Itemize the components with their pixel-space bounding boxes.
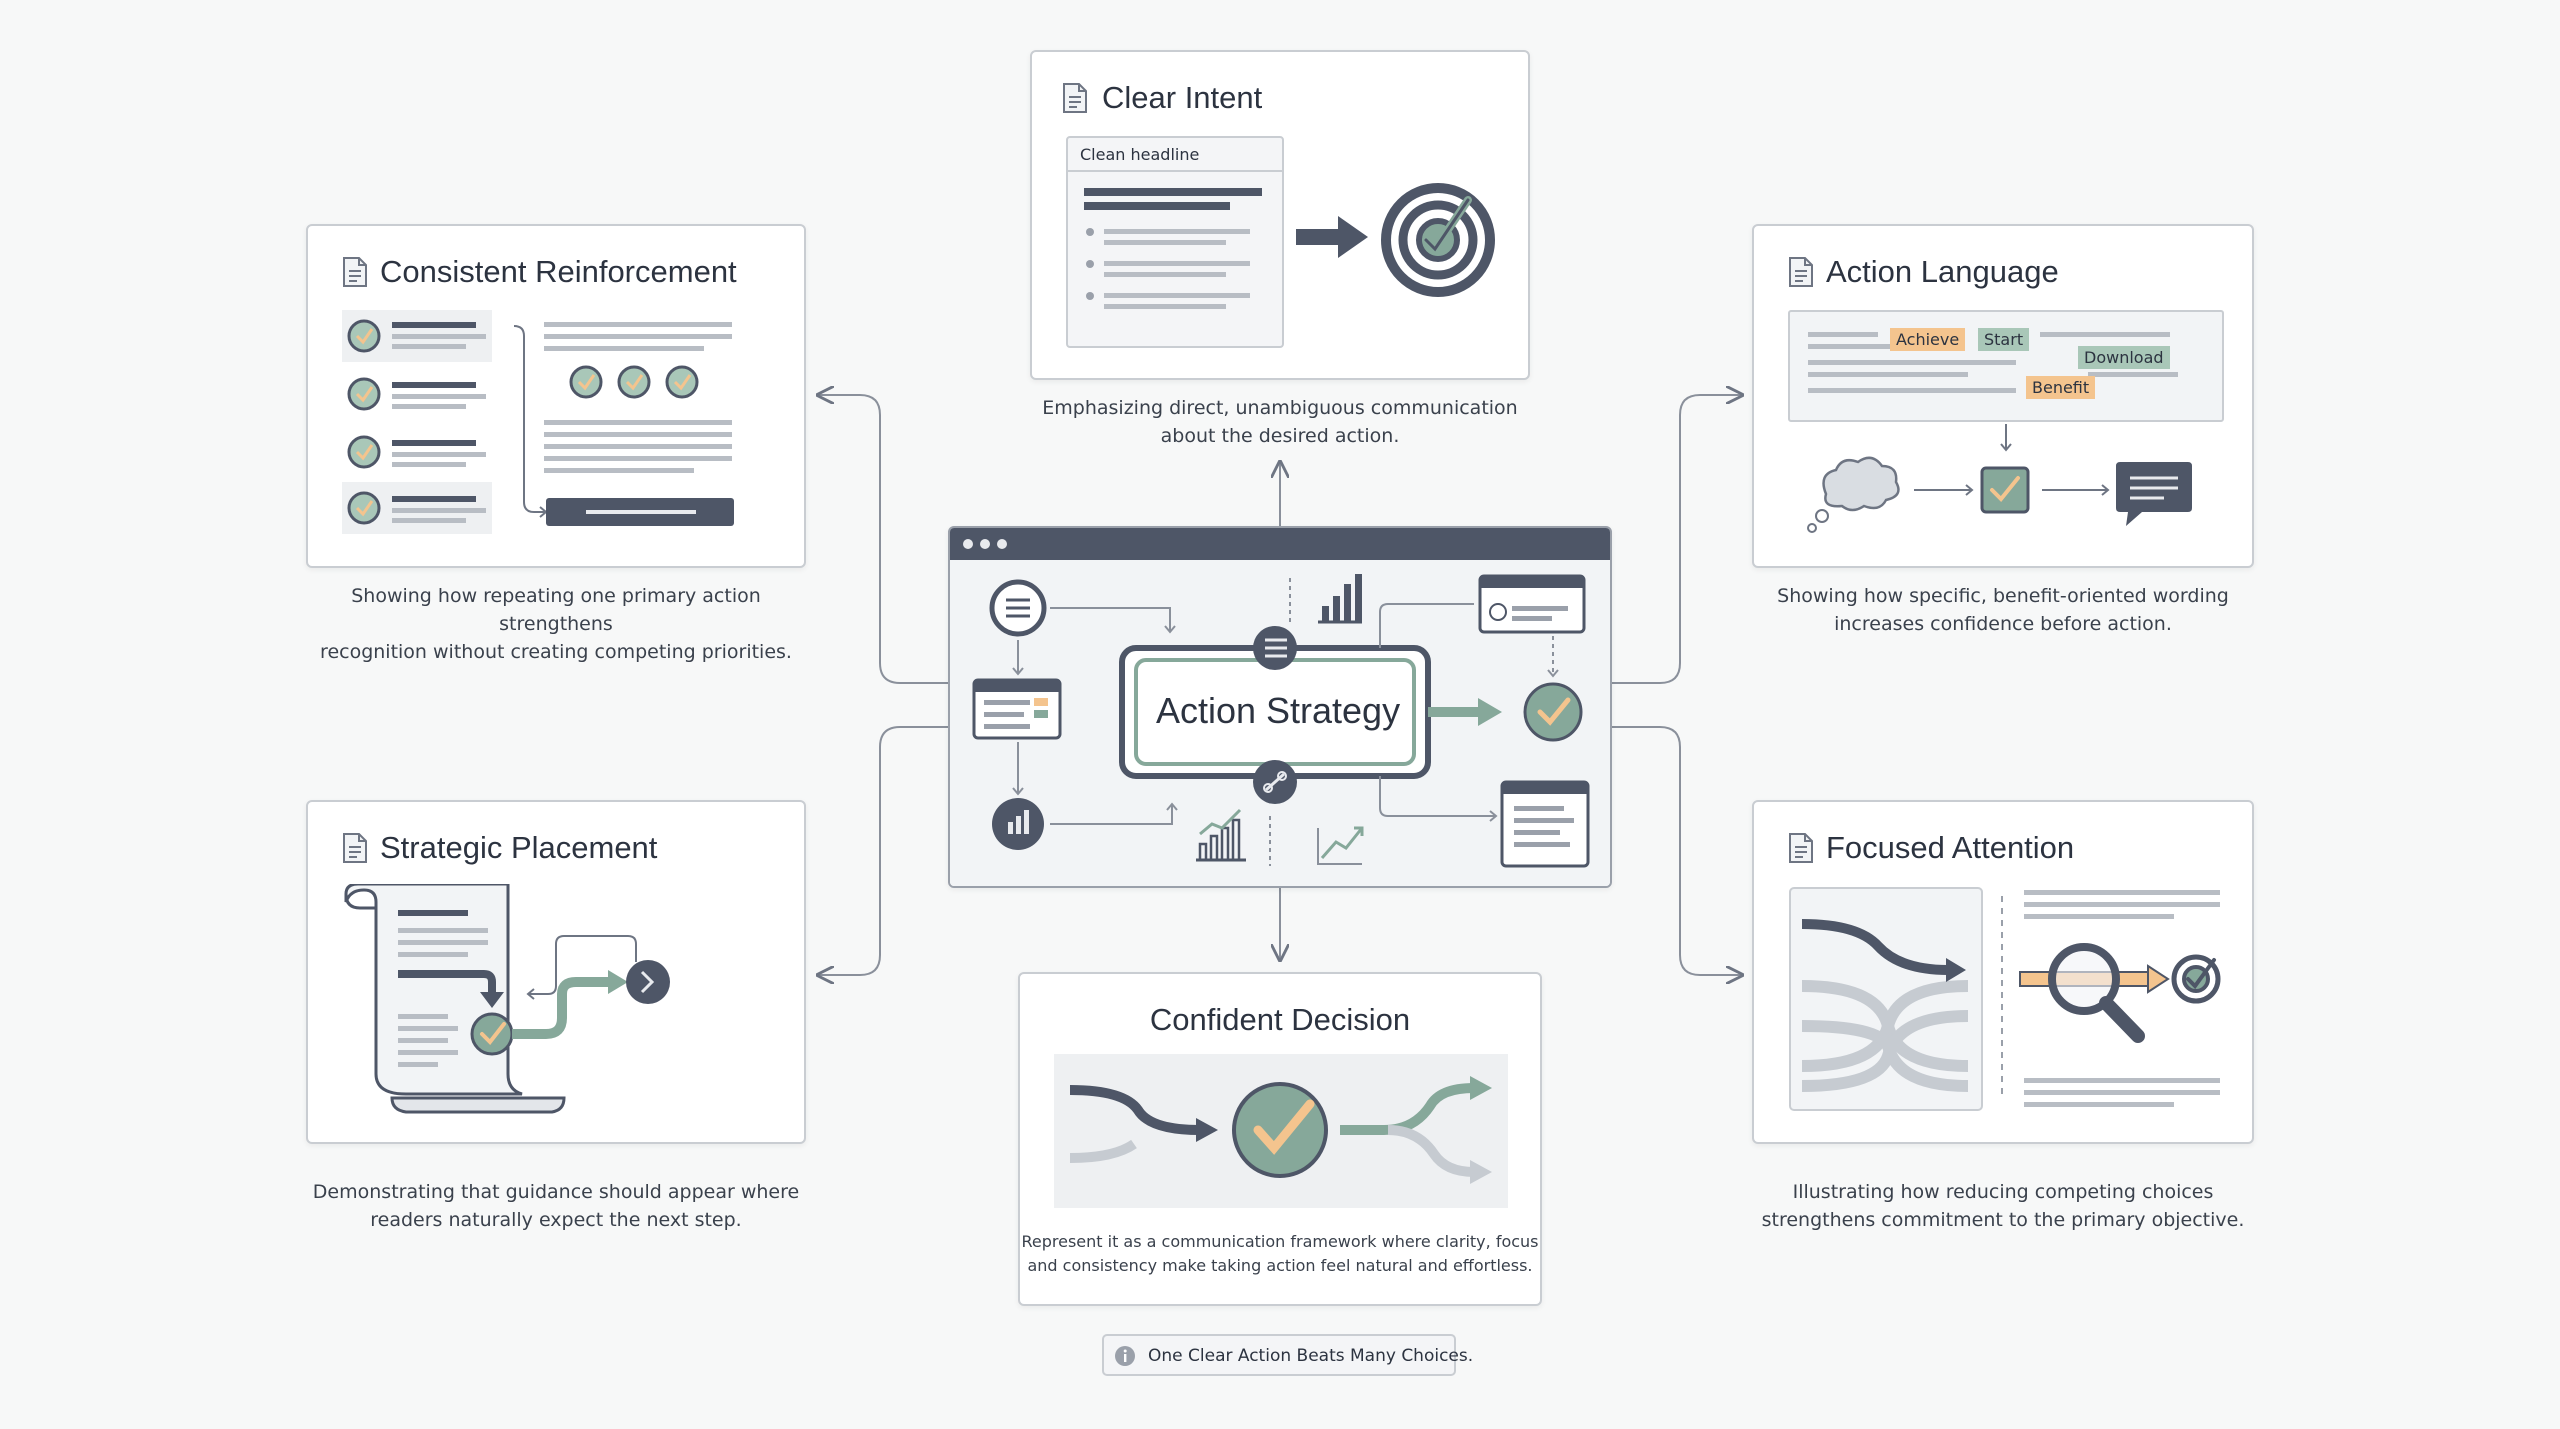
center-title: Action Strategy	[1155, 690, 1401, 731]
decision-body: Represent it as a communication framewor…	[1020, 1230, 1540, 1278]
caption-line: Showing how specific, benefit-oriented w…	[1777, 585, 2229, 607]
language-flow	[1807, 424, 2192, 533]
body-line: and consistency make taking action feel …	[1027, 1256, 1533, 1275]
caption-consistent-reinforcement: Showing how repeating one primary action…	[306, 582, 806, 666]
footer-note-badge: One Clear Action Beats Many Choices.	[1102, 1334, 1473, 1376]
caption-line: Illustrating how reducing competing choi…	[1792, 1181, 2214, 1203]
info-icon	[1115, 1346, 1135, 1366]
reinforcement-illustration	[342, 310, 734, 534]
wording-panel: Achieve Start Download Benefit	[1788, 310, 2224, 422]
card-strategic-placement: Strategic Placement	[306, 800, 806, 1144]
card-consistent-reinforcement: Consistent Reinforcement	[306, 224, 806, 568]
tag-achieve: Achieve	[1890, 328, 1966, 351]
card-title: Action Language	[1826, 254, 2059, 289]
tag-benefit: Benefit	[2026, 376, 2096, 399]
caption-line: Showing how repeating one primary action…	[351, 585, 761, 635]
caption-line: about the desired action.	[1160, 425, 1400, 447]
document-icon	[1063, 83, 1087, 113]
wording-lines	[1808, 332, 2178, 393]
card-title: Clear Intent	[1102, 80, 1263, 115]
tag-start: Start	[1978, 328, 2030, 351]
action-strategy-window: Action Strategy	[948, 526, 1612, 888]
card-action-language: Action Language Achieve Start Download B…	[1752, 224, 2254, 568]
caption-line: increases confidence before action.	[1834, 613, 2172, 635]
placement-illustration	[344, 884, 670, 1114]
focus-illustration	[1789, 887, 2221, 1111]
document-icon	[343, 833, 367, 863]
card-title: Confident Decision	[1149, 1002, 1411, 1037]
caption-focused-attention: Illustrating how reducing competing choi…	[1752, 1178, 2254, 1234]
card-title: Strategic Placement	[380, 830, 658, 865]
caption-line: Demonstrating that guidance should appea…	[312, 1181, 800, 1203]
action-strategy-diagram	[950, 528, 1610, 886]
caption-line: strengthens commitment to the primary ob…	[1761, 1209, 2245, 1231]
caption-line: Emphasizing direct, unambiguous communic…	[1042, 397, 1518, 419]
document-icon	[1789, 257, 1813, 287]
caption-strategic-placement: Demonstrating that guidance should appea…	[306, 1178, 806, 1234]
caption-line: readers naturally expect the next step.	[370, 1209, 742, 1231]
card-confident-decision: Confident Decision Represent it as a com…	[1018, 972, 1542, 1306]
headline-label: Clean headline	[1068, 138, 1282, 172]
card-title: Focused Attention	[1826, 830, 2075, 865]
document-icon	[343, 257, 367, 287]
headline-lines	[1084, 188, 1262, 309]
decision-illustration	[1054, 1054, 1508, 1208]
caption-clear-intent: Emphasizing direct, unambiguous communic…	[1030, 394, 1530, 450]
tag-download: Download	[2078, 346, 2170, 369]
document-icon	[1789, 833, 1813, 863]
card-title: Consistent Reinforcement	[380, 254, 737, 289]
headline-mockup: Clean headline	[1066, 136, 1284, 348]
card-focused-attention: Focused Attention	[1752, 800, 2254, 1144]
arrow-right-icon	[1296, 216, 1368, 258]
footer-note-text: One Clear Action Beats Many Choices.	[1148, 1346, 1474, 1366]
caption-line: recognition without creating competing p…	[320, 641, 792, 663]
target-check-icon	[1381, 183, 1495, 297]
card-clear-intent: Clear Intent Clean headline	[1030, 50, 1530, 380]
caption-action-language: Showing how specific, benefit-oriented w…	[1752, 582, 2254, 638]
body-line: Represent it as a communication framewor…	[1021, 1232, 1539, 1251]
